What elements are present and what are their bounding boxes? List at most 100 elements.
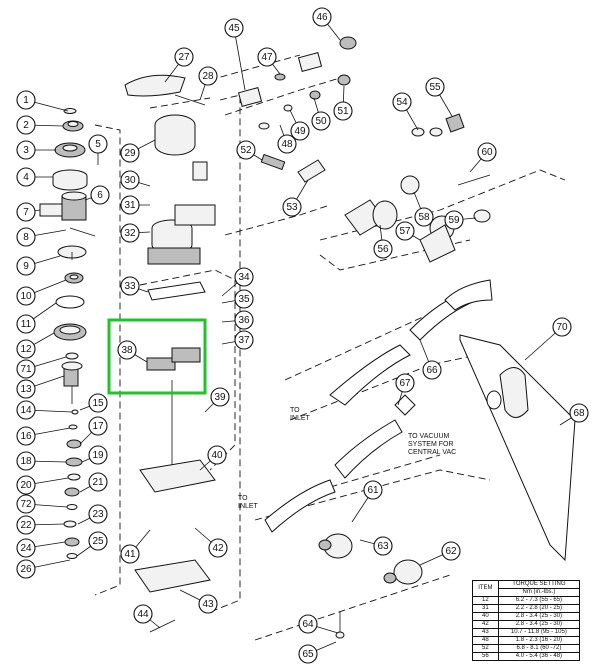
callout-number: 26 [20, 564, 32, 575]
inlet-note-lower-line1: TO [238, 495, 248, 502]
callout-circle [363, 480, 383, 500]
table-cell-torque: 2.8 - 3.4 (25 - 30) [497, 612, 581, 621]
callout-number: 41 [124, 549, 136, 560]
callout-circle [16, 426, 36, 446]
callout-circle [16, 140, 36, 160]
left-column-parts [39, 108, 96, 559]
callout-number: 8 [23, 232, 29, 243]
callout-number: 58 [418, 212, 430, 223]
callout-31: 31 [120, 195, 140, 215]
callout-number: 57 [399, 226, 411, 237]
callout-number: 4 [23, 172, 29, 183]
callout-71: 71 [16, 359, 36, 379]
callout-number: 27 [178, 52, 190, 63]
callout-circle [257, 47, 277, 67]
callout-3: 3 [16, 140, 36, 160]
callout-30: 30 [120, 170, 140, 190]
callout-circle [282, 197, 302, 217]
callout-circle [234, 310, 254, 330]
callout-circle [174, 47, 194, 67]
callout-2: 2 [16, 115, 36, 135]
callout-number: 53 [286, 202, 298, 213]
callout-circle [88, 531, 108, 551]
callout-number: 35 [238, 294, 250, 305]
callout-28: 28 [198, 66, 218, 86]
callout-circle [16, 538, 36, 558]
table-cell-torque: 1.8 - 2.3 (16 - 20) [497, 636, 581, 645]
callout-number: 68 [573, 408, 585, 419]
callout-19: 19 [88, 445, 108, 465]
table-cell-item: 52 [472, 644, 499, 653]
hoses [264, 279, 493, 639]
callout-63: 63 [373, 536, 393, 556]
callout-33: 33 [120, 276, 140, 296]
callout-circle [208, 538, 228, 558]
callout-circle [120, 143, 140, 163]
callout-40: 40 [207, 445, 227, 465]
callout-number: 66 [426, 365, 438, 376]
callout-circle [16, 359, 36, 379]
vacuum-note-line3: CENTRAL VAC [408, 449, 456, 456]
table-cell-torque: 6.2 - 7.3 (55 - 65) [497, 596, 581, 605]
callout-53: 53 [282, 197, 302, 217]
callout-circle [569, 403, 589, 423]
inlet-note-lower-line2: INLET [238, 503, 259, 510]
callout-number: 2 [23, 120, 29, 131]
inlet-note-lower: TO INLET [238, 495, 259, 510]
table-cell-torque: 6.8 - 8.1 (60 -72) [497, 644, 581, 653]
torque-table-header: ITEM TORQUE SETTING [472, 580, 581, 597]
callout-41: 41 [120, 544, 140, 564]
callout-4: 4 [16, 167, 36, 187]
callout-51: 51 [333, 101, 353, 121]
callout-70: 70 [552, 317, 572, 337]
callout-22: 22 [16, 515, 36, 535]
callout-circle [210, 387, 230, 407]
callout-circle [311, 111, 331, 131]
callout-circle [16, 379, 36, 399]
callout-8: 8 [16, 227, 36, 247]
callout-circle [16, 115, 36, 135]
callout-number: 16 [20, 431, 32, 442]
callout-number: 44 [137, 609, 149, 620]
table-cell-item: 48 [472, 636, 499, 645]
callout-11: 11 [16, 314, 36, 334]
callout-43: 43 [198, 594, 218, 614]
callout-number: 10 [20, 291, 32, 302]
callout-number: 42 [212, 543, 224, 554]
vacuum-note-line2: SYSTEM FOR [408, 441, 454, 448]
callout-46: 46 [312, 7, 332, 27]
callout-65: 65 [298, 644, 318, 664]
callout-number: 3 [23, 145, 29, 156]
callout-6: 6 [90, 185, 110, 205]
callout-circle [373, 239, 393, 259]
inlet-note-upper: TO INLET [290, 407, 311, 422]
callout-circle [422, 360, 442, 380]
callout-57: 57 [395, 221, 415, 241]
callout-59: 59 [444, 210, 464, 230]
callout-number: 52 [240, 145, 252, 156]
callout-number: 9 [23, 261, 29, 272]
callout-number: 45 [228, 23, 240, 34]
callout-45: 45 [224, 18, 244, 38]
callout-34: 34 [234, 267, 254, 287]
vacuum-note-line1: TO VACUUM [408, 433, 450, 440]
callout-15: 15 [88, 393, 108, 413]
callout-circle [120, 170, 140, 190]
callout-61: 61 [363, 480, 383, 500]
callout-circle [277, 134, 297, 154]
callout-number: 37 [238, 335, 250, 346]
callout-circle [16, 227, 36, 247]
callout-number: 21 [92, 477, 104, 488]
callout-number: 47 [261, 52, 273, 63]
callout-64: 64 [298, 614, 318, 634]
callout-circle [444, 210, 464, 230]
callout-circle [16, 286, 36, 306]
table-cell-item: 43 [472, 628, 499, 637]
callout-54: 54 [392, 92, 412, 112]
callout-circle [117, 340, 137, 360]
